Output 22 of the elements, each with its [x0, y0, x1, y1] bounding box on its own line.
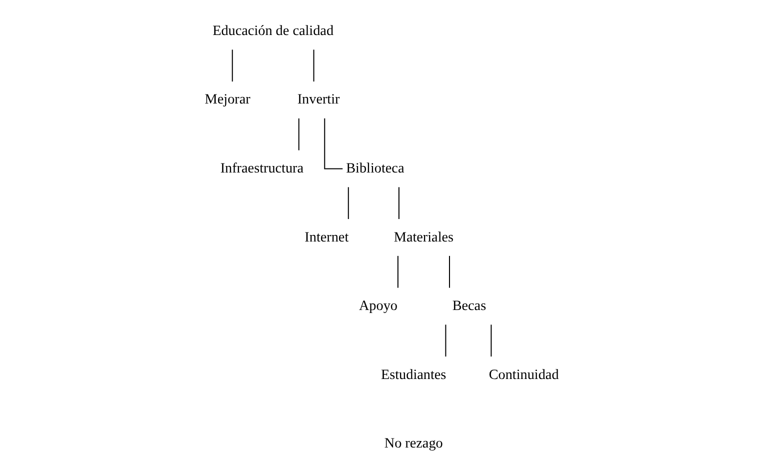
node-text: Estudiantes [381, 366, 446, 382]
node-text: Apoyo [358, 297, 398, 314]
connector [232, 49, 233, 82]
connector [490, 324, 492, 356]
connector [348, 186, 349, 219]
node-text: Mejorar [204, 91, 250, 108]
connector [397, 255, 398, 288]
connector [313, 49, 314, 82]
connector [298, 118, 300, 150]
node-text: Biblioteca [346, 160, 404, 176]
node-text: Invertir [297, 91, 340, 108]
node-text: Educación de calidad [212, 22, 334, 38]
connector [324, 118, 343, 169]
node-text: Becas [452, 297, 486, 314]
connector [449, 255, 450, 288]
label: No rezago [384, 435, 443, 451]
connector [398, 186, 400, 219]
node-text: Internet [304, 228, 349, 245]
connector [445, 324, 446, 356]
node-text: Continuidad [488, 366, 559, 382]
node-text: Materiales [394, 228, 454, 245]
node-text: Infraestructura [220, 160, 304, 176]
